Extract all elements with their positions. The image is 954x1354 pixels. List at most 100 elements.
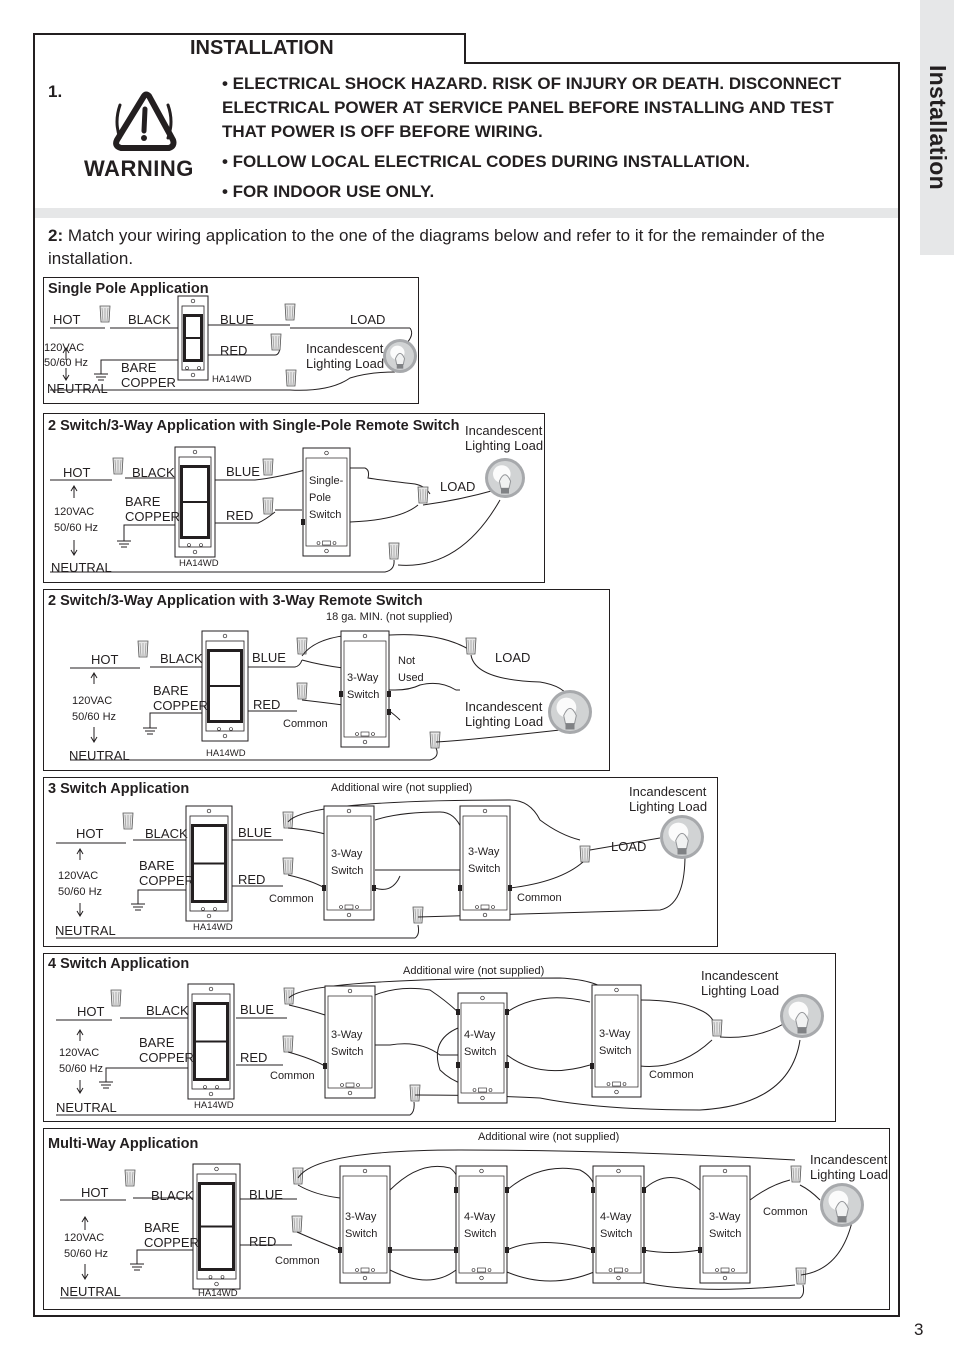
wire — [149, 712, 202, 722]
warning-bullet: • FOR INDOOR USE ONLY. — [222, 182, 435, 201]
hot-arrow-icon — [90, 672, 98, 684]
wire — [642, 1177, 701, 1191]
dimmer-switch-icon — [185, 805, 233, 922]
terminal — [505, 1187, 509, 1193]
wire — [639, 1039, 713, 1067]
voltage-label: 120VAC — [64, 1232, 105, 1244]
neutral-label: NEUTRAL — [56, 1100, 117, 1115]
wire — [56, 924, 420, 939]
not-used-label: Used — [398, 672, 424, 684]
wire — [506, 1167, 595, 1191]
switch-label: Switch — [468, 863, 501, 875]
neutral-arrow-icon — [70, 540, 78, 556]
diagram-title: Multi-Way Application — [48, 1136, 199, 1152]
wire — [374, 987, 459, 1013]
wire — [287, 799, 581, 841]
switch-label: 3-Way — [331, 1029, 363, 1041]
wire — [56, 839, 186, 844]
three-way-switch-icon — [699, 1165, 751, 1284]
terminal — [642, 1247, 646, 1253]
two-switch-single-pole-diagram — [43, 413, 545, 583]
wire-nut-icon — [388, 542, 400, 560]
common-label: Common — [275, 1255, 320, 1267]
switch-label: 3-Way — [599, 1028, 631, 1040]
copper-label: COPPER — [125, 509, 180, 524]
three-way-switch-icon — [591, 984, 642, 1098]
wire-nut-icon — [412, 906, 424, 924]
wire — [639, 999, 716, 1026]
copper-label: COPPER — [153, 698, 208, 713]
blue-wire-label: BLUE — [238, 825, 272, 840]
step-1-number: 1. — [48, 82, 63, 101]
model-label: HA14WD — [206, 748, 246, 759]
light-bulb-icon — [485, 458, 525, 498]
ground-icon — [131, 898, 145, 911]
switch-label: Switch — [709, 1228, 742, 1240]
wire-nut-icon — [122, 812, 134, 830]
dimmer-switch-icon — [192, 1163, 241, 1290]
warning-label: WARNING — [84, 156, 194, 181]
wire — [374, 811, 463, 831]
terminal — [505, 1009, 509, 1015]
model-label: HA14WD — [179, 558, 219, 569]
wire-nut-icon — [124, 1169, 136, 1187]
warning-bullets: • ELECTRICAL SHOCK HAZARD. RISK OF INJUR… — [222, 72, 872, 210]
load-type-label: Lighting Load — [629, 799, 708, 814]
switch-label: Switch — [464, 1046, 497, 1058]
red-wire-label: RED — [240, 1050, 268, 1065]
black-wire-label: BLACK — [145, 826, 188, 841]
load-type-label: Lighting Load — [306, 356, 385, 371]
hot-label: HOT — [77, 1004, 105, 1019]
wire — [639, 1281, 796, 1290]
red-wire-label: RED — [220, 343, 248, 358]
wire — [297, 1184, 341, 1199]
three-way-remote-switch-icon — [340, 630, 390, 748]
copper-label: COPPER — [139, 873, 194, 888]
wire-nut-icon — [282, 1035, 294, 1053]
remote-switch-label: Pole — [309, 492, 332, 504]
installation-heading-box: INSTALLATION — [33, 33, 466, 64]
wire — [287, 874, 326, 889]
terminal — [508, 885, 512, 891]
single-pole-diagram — [43, 277, 419, 404]
black-wire-label: BLACK — [132, 465, 175, 480]
bare-label: BARE — [139, 1035, 175, 1050]
page-title: INSTALLATION — [190, 37, 334, 59]
wire — [301, 633, 471, 657]
wire-nut-icon — [282, 811, 294, 829]
diagram-title: 2 Switch/3-Way Application with 3-Way Re… — [48, 593, 423, 609]
frequency-label: 50/60 Hz — [59, 1063, 104, 1075]
light-bulb-icon — [383, 339, 417, 373]
copper-label: COPPER — [121, 375, 176, 390]
wire — [506, 1242, 595, 1251]
wire — [301, 699, 344, 706]
bare-label: BARE — [144, 1220, 180, 1235]
wire — [60, 1197, 193, 1201]
wire — [207, 324, 410, 329]
ground-icon — [130, 1258, 144, 1271]
hot-arrow-icon — [81, 1216, 89, 1230]
wire — [719, 1019, 791, 1038]
wire-nut-icon — [292, 1167, 304, 1185]
section-side-tab: Installation — [920, 0, 954, 255]
wire-gauge-note: 18 ga. MIN. (not supplied) — [326, 611, 453, 623]
load-label: LOAD — [495, 650, 531, 665]
step-2-instructions: Match your wiring application to the one… — [48, 226, 825, 268]
wire-nut-icon — [296, 682, 308, 700]
switch-label: Switch — [600, 1228, 633, 1240]
multi-way-diagram — [43, 1128, 890, 1310]
wire — [389, 1269, 457, 1281]
terminal — [456, 1062, 460, 1068]
wire — [642, 1249, 701, 1253]
switch-label: 3-Way — [347, 672, 379, 684]
neutral-arrow-icon — [62, 368, 70, 381]
neutral-arrow-icon — [76, 903, 84, 917]
copper-label: COPPER — [144, 1235, 199, 1250]
terminal — [456, 1009, 460, 1015]
four-switch-diagram — [43, 953, 836, 1122]
three-way-switch-icon — [459, 805, 511, 921]
wire-nut-icon — [262, 458, 274, 476]
wire — [288, 977, 613, 999]
wire — [287, 827, 326, 835]
terminal — [590, 1063, 594, 1069]
